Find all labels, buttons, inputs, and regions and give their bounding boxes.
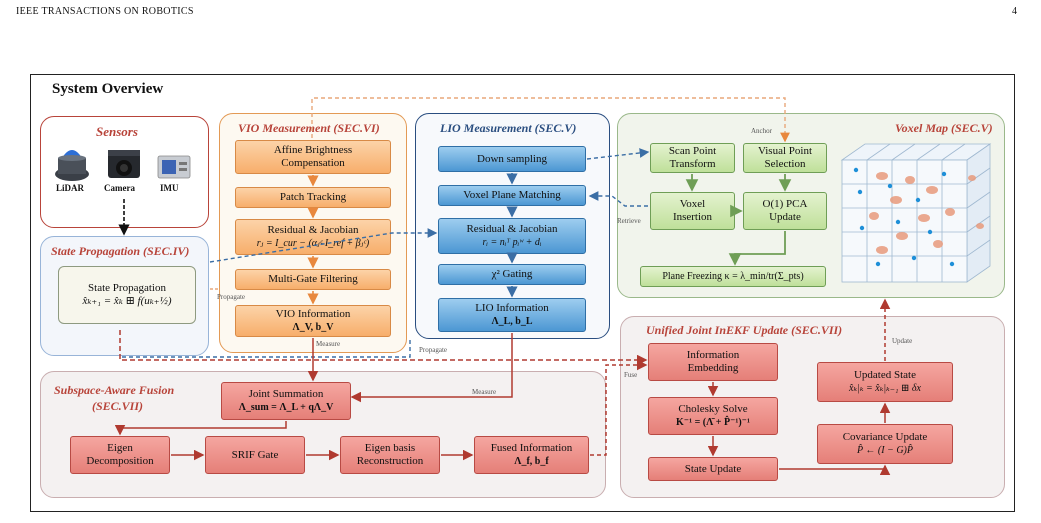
edge-label-anchor: Anchor: [751, 127, 772, 135]
voxel-grid-illustration: [840, 143, 992, 283]
fusion-title-line1: Subspace-Aware Fusion: [54, 383, 175, 397]
lio-down-sampling: Down sampling: [438, 146, 586, 172]
srif-gate-label: SRIF Gate: [231, 448, 279, 461]
lio-chi-square-gating: χ² Gating: [438, 264, 586, 285]
lio-step-1-line1: Down sampling: [477, 152, 547, 165]
lio-step-4-line1: χ² Gating: [491, 268, 533, 280]
lio-residual-jacobian: Residual & Jacobian rᵢ = nᵢᵀ pᵢʷ + dᵢ: [438, 218, 586, 254]
fused-info-line2: Λ_f, b_f: [514, 456, 549, 467]
vio-step-2-line1: Patch Tracking: [279, 191, 347, 203]
edge-label-propagate-left: Propagate: [217, 293, 245, 301]
inekf-updated-state: Updated State x̂ₖ|ₖ = x̂ₖ|ₖ₋₁ ⊞ δx: [817, 362, 953, 402]
inekf-covariance-update: Covariance Update P̂ ← (I − G)P̂: [817, 424, 953, 464]
vio-step-3-line2: rⱼ = I_cur − (αⱼᶜ I_ref + βⱼᶜ): [256, 238, 370, 249]
cholesky-line2: K⁻¹ = (Λ̄ + P̂⁻¹)⁻¹: [676, 417, 750, 428]
edge-label-retrieve: Retrieve: [617, 217, 641, 225]
inekf-information-embedding: Information Embedding: [648, 343, 778, 381]
updated-state-line1: Updated State: [853, 369, 916, 381]
state-update-label: State Update: [684, 462, 742, 475]
pca-update-line1: O(1) PCA: [762, 198, 808, 210]
state-propagation-box: State Propagation x̂ₖ₊₁ = x̂ₖ ⊞ f(uₖ₊½): [58, 266, 196, 324]
vio-step-1-line1: Affine Brightness: [273, 144, 353, 156]
lio-step-2-line1: Voxel Plane Matching: [463, 189, 561, 201]
voxel-visual-point-selection: Visual Point Selection: [743, 143, 827, 173]
sensors-title: Sensors: [96, 124, 138, 139]
cholesky-line1: Cholesky Solve: [678, 403, 748, 415]
edge-label-propagate-lio: Propagate: [419, 346, 447, 354]
fusion-eigen-decomposition: Eigen Decomposition: [70, 436, 170, 474]
updated-state-line2: x̂ₖ|ₖ = x̂ₖ|ₖ₋₁ ⊞ δx: [849, 383, 921, 394]
lio-voxel-plane-matching: Voxel Plane Matching: [438, 185, 586, 206]
eigen-decomp-line1: Eigen: [107, 442, 133, 454]
inekf-state-update: State Update: [648, 457, 778, 481]
voxel-insertion: Voxel Insertion: [650, 192, 735, 230]
visual-point-line2: Selection: [764, 158, 806, 170]
joint-summation-line1: Joint Summation: [248, 388, 324, 400]
fusion-eigen-reconstruction: Eigen basis Reconstruction: [340, 436, 440, 474]
info-embed-line2: Embedding: [687, 362, 739, 374]
edge-label-update: Update: [892, 337, 913, 345]
state-propagation-box-title: State Propagation: [88, 282, 166, 294]
lio-step-3-line2: rᵢ = nᵢᵀ pᵢʷ + dᵢ: [482, 237, 542, 248]
voxel-insertion-line1: Voxel: [679, 198, 706, 210]
voxel-plane-freezing: Plane Freezing κ = λ_min/tr(Σ_pts): [640, 266, 826, 287]
vio-step-1-line2: Compensation: [281, 157, 345, 169]
plane-freezing-text: Plane Freezing κ = λ_min/tr(Σ_pts): [662, 271, 804, 282]
pca-update-line2: Update: [769, 211, 801, 223]
edge-label-measure-vio: Measure: [316, 340, 341, 348]
joint-summation-line2: Λ_sum = Λ_L + qΛ_V: [238, 402, 334, 413]
lio-step-3-line1: Residual & Jacobian: [466, 223, 558, 235]
voxel-pca-update: O(1) PCA Update: [743, 192, 827, 230]
inekf-title: Unified Joint InEKF Update (SEC.VII): [646, 323, 843, 337]
lio-step-5-line2: Λ_L, b_L: [491, 316, 533, 327]
lio-title: LIO Measurement (SEC.V): [440, 121, 577, 135]
info-embed-line1: Information: [686, 349, 740, 361]
vio-information: VIO Information Λ_V, b_V: [235, 305, 391, 337]
fusion-title-line2: (SEC.VII): [92, 399, 144, 413]
journal-header: IEEE TRANSACTIONS ON ROBOTICS: [16, 6, 194, 17]
vio-step-3-line1: Residual & Jacobian: [267, 224, 359, 236]
lio-step-5-line1: LIO Information: [475, 302, 549, 314]
voxel-map-title: Voxel Map (SEC.V): [895, 121, 993, 135]
scan-point-line2: Transform: [669, 158, 716, 170]
visual-point-line1: Visual Point: [757, 145, 813, 157]
cov-update-line1: Covariance Update: [842, 431, 928, 443]
eigen-recon-line2: Reconstruction: [356, 455, 424, 467]
scan-point-line1: Scan Point: [668, 145, 717, 157]
voxel-scan-point-transform: Scan Point Transform: [650, 143, 735, 173]
vio-step-5-line1: VIO Information: [275, 308, 351, 320]
voxel-insertion-line2: Insertion: [672, 211, 713, 223]
vio-step-4-line1: Multi-Gate Filtering: [268, 273, 358, 285]
edge-label-fuse: Fuse: [624, 371, 638, 379]
eigen-decomp-line2: Decomposition: [86, 455, 154, 467]
lio-information: LIO Information Λ_L, b_L: [438, 298, 586, 332]
state-propagation-title: State Propagation (SEC.IV): [51, 244, 190, 258]
page-number: 4: [1012, 6, 1018, 17]
vio-affine-brightness: Affine Brightness Compensation: [235, 140, 391, 174]
inekf-cholesky-solve: Cholesky Solve K⁻¹ = (Λ̄ + P̂⁻¹)⁻¹: [648, 397, 778, 435]
fused-info-line1: Fused Information: [490, 442, 573, 454]
imu-icon: [157, 155, 191, 179]
vio-title: VIO Measurement (SEC.VI): [238, 121, 380, 135]
vio-multi-gate-filtering: Multi-Gate Filtering: [235, 269, 391, 290]
diagram-title: System Overview: [52, 81, 164, 97]
sensor-label-imu: IMU: [160, 183, 179, 193]
state-propagation-formula: x̂ₖ₊₁ = x̂ₖ ⊞ f(uₖ₊½): [82, 295, 172, 307]
fusion-srif-gate: SRIF Gate: [205, 436, 305, 474]
cov-update-line2: P̂ ← (I − G)P̂: [857, 445, 913, 456]
sensor-label-lidar: LiDAR: [56, 183, 85, 193]
sensor-label-camera: Camera: [104, 183, 135, 193]
lidar-icon: [55, 150, 89, 181]
camera-icon: [108, 150, 140, 178]
fusion-fused-information: Fused Information Λ_f, b_f: [474, 436, 589, 474]
figure-frame: [30, 74, 1015, 512]
edge-label-measure-joint: Measure: [472, 388, 497, 396]
sensor-icons: [55, 150, 191, 181]
vio-step-5-line2: Λ_V, b_V: [292, 322, 334, 333]
eigen-recon-line1: Eigen basis: [364, 442, 416, 454]
